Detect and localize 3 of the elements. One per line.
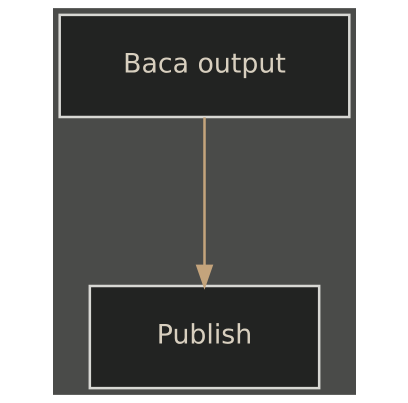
node-box: Baca output <box>58 14 350 118</box>
arrow <box>195 117 213 290</box>
node-box: Publish <box>88 284 320 390</box>
